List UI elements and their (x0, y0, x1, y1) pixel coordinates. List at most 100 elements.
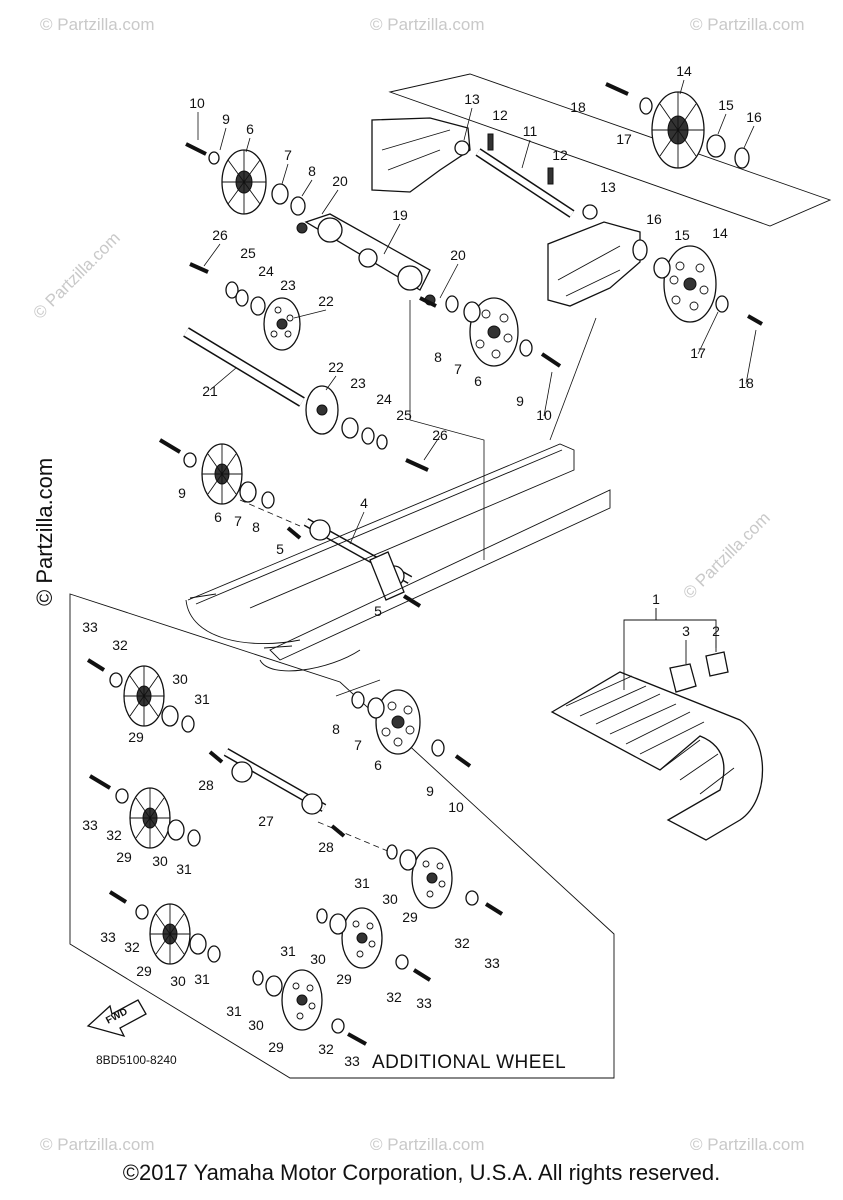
copyright-notice: ©2017 Yamaha Motor Corporation, U.S.A. A… (122, 1160, 721, 1185)
side-watermark: © Partzilla.com (32, 458, 57, 606)
bearings-and-washers (109, 97, 750, 1034)
callout-number: 1 (652, 591, 660, 607)
callout-number: 29 (268, 1039, 284, 1055)
callout-number: 32 (454, 935, 470, 951)
callout-number: 33 (484, 955, 500, 971)
callout-number: 33 (82, 619, 98, 635)
dished-wheel (305, 385, 339, 435)
fwd-arrow-icon: FWD (86, 999, 147, 1038)
callout-number: 16 (746, 109, 762, 125)
callout-number: 30 (382, 891, 398, 907)
watermark-tile: © Partzilla.com (690, 15, 805, 34)
guide-lines (239, 300, 597, 853)
callout-number: 6 (246, 121, 254, 137)
callout-number: 32 (112, 637, 128, 653)
callout-number: 22 (318, 293, 334, 309)
collar (454, 140, 470, 156)
callout-number: 18 (738, 375, 754, 391)
wheel (221, 149, 267, 215)
callout-number: 33 (100, 929, 116, 945)
callout-number: 31 (176, 861, 192, 877)
callout-number: 20 (332, 173, 348, 189)
callout-number: 32 (318, 1041, 334, 1057)
callout-number: 26 (212, 227, 228, 243)
callout-number: 30 (152, 853, 168, 869)
callout-number: 8 (434, 349, 442, 365)
callout-number: 30 (172, 671, 188, 687)
holed-wheel (281, 969, 323, 1031)
callout-number: 33 (344, 1053, 360, 1069)
bolts (86, 82, 763, 1046)
callout-number: 7 (234, 513, 242, 529)
callout-number: 30 (310, 951, 326, 967)
leader-lines (197, 79, 757, 620)
watermark-tile: © Partzilla.com (40, 1135, 155, 1154)
callout-number: 24 (258, 263, 274, 279)
callout-number: 6 (214, 509, 222, 525)
callout-number: 27 (258, 813, 274, 829)
callout-number: 25 (240, 245, 256, 261)
track-clip (705, 651, 729, 677)
track-belt (550, 671, 764, 841)
wheel (201, 443, 243, 505)
callout-number: 10 (448, 799, 464, 815)
callout-number: 31 (194, 971, 210, 987)
wheel (129, 787, 171, 849)
diagram-code: 8BD5100-8240 (96, 1053, 177, 1067)
callout-number: 18 (570, 99, 586, 115)
callout-number: 9 (178, 485, 186, 501)
callout-number: 9 (426, 783, 434, 799)
callout-number: 33 (416, 995, 432, 1011)
callout-number: 7 (354, 737, 362, 753)
callout-number: 29 (128, 729, 144, 745)
callout-number: 29 (136, 963, 152, 979)
key-pin (547, 167, 554, 185)
callout-number: 32 (106, 827, 122, 843)
callout-number: 7 (454, 361, 462, 377)
callout-number: 21 (202, 383, 218, 399)
callout-number: 31 (226, 1003, 242, 1019)
callout-number: 19 (392, 207, 408, 223)
holed-wheel (341, 907, 383, 969)
callout-number: 12 (492, 107, 508, 123)
callout-number: 6 (374, 757, 382, 773)
callout-number: 14 (676, 63, 692, 79)
callout-number: 16 (646, 211, 662, 227)
idler-shaft (183, 327, 305, 407)
watermark-tile: © Partzilla.com (370, 1135, 485, 1154)
callout-number: 7 (284, 147, 292, 163)
callout-number: 2 (712, 623, 720, 639)
additional-wheel-box (69, 593, 615, 1079)
callout-number: 30 (248, 1017, 264, 1033)
callout-number: 13 (600, 179, 616, 195)
wheel (149, 903, 191, 965)
callout-number: 6 (474, 373, 482, 389)
mid-arm (303, 518, 413, 601)
holed-wheel (469, 297, 519, 367)
callout-number: 29 (116, 849, 132, 865)
leader-group-1 (623, 619, 717, 690)
additional-wheel-caption: ADDITIONAL WHEEL (372, 1052, 566, 1073)
holed-wheel (411, 847, 453, 909)
collar (582, 204, 598, 220)
callout-number: 9 (516, 393, 524, 409)
key-pin (487, 133, 494, 151)
dished-wheel (263, 297, 301, 351)
rear-wheel (651, 91, 705, 169)
callout-number: 24 (376, 391, 392, 407)
wheel (123, 665, 165, 727)
callout-number: 15 (674, 227, 690, 243)
watermark-tile: © Partzilla.com (679, 508, 773, 602)
rear-arm-plate-left (371, 117, 471, 193)
rear-wheel (663, 245, 717, 323)
callout-number: 3 (682, 623, 690, 639)
callout-number: 8 (308, 163, 316, 179)
callout-number: 28 (198, 777, 214, 793)
lower-arm (223, 748, 327, 815)
watermark-tile: © Partzilla.com (370, 15, 485, 34)
callout-number: 23 (280, 277, 296, 293)
callout-number: 28 (318, 839, 334, 855)
callout-number: 26 (432, 427, 448, 443)
holed-wheel (375, 689, 421, 755)
